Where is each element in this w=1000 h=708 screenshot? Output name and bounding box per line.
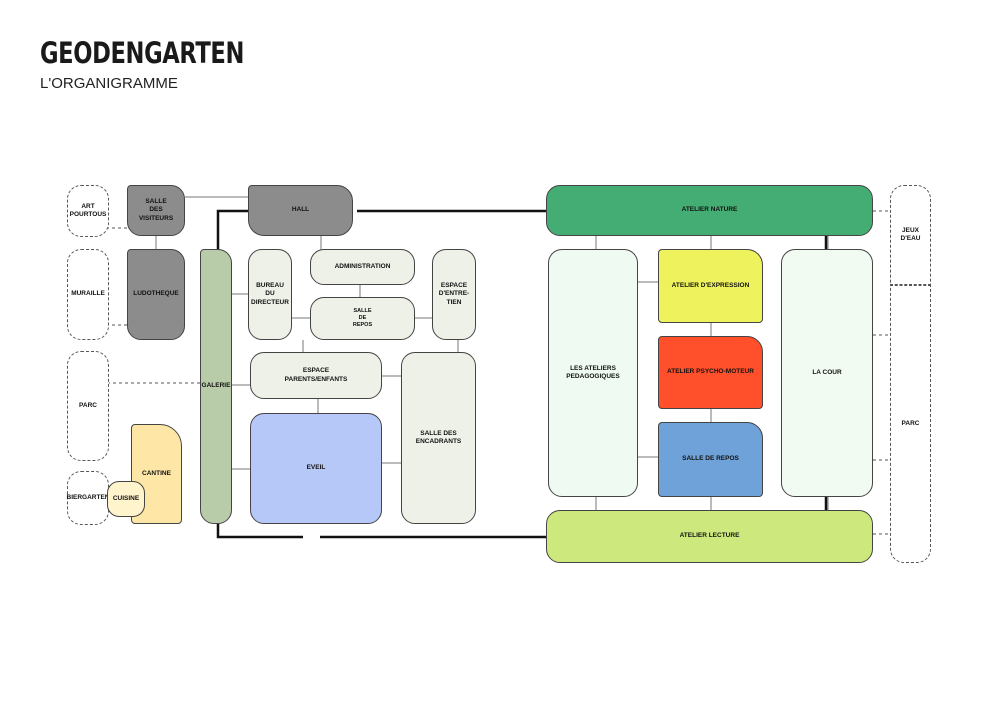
atelier-expression: ATELIER D'EXPRESSION [658, 249, 763, 323]
jeux-deau: JEUX D'EAU [890, 185, 931, 285]
salle-encadrants: SALLE DES ENCADRANTS [401, 352, 476, 524]
galerie: GALERIE [200, 249, 232, 524]
cuisine: CUISINE [107, 481, 145, 517]
eveil: EVEIL [250, 413, 382, 524]
art-pourtous: ART POURTOUS [67, 185, 109, 237]
atelier-psycho-moteur: ATELIER PSYCHO-MOTEUR [658, 336, 763, 409]
muraille: MURAILLE [67, 249, 109, 340]
ludotheque: LUDOTHEQUE [127, 249, 185, 340]
hall: HALL [248, 185, 353, 236]
atelier-nature: ATELIER NATURE [546, 185, 873, 236]
la-cour: LA COUR [781, 249, 873, 497]
biergarten: BIERGARTEN [67, 471, 110, 525]
espace-parents-enfants: ESPACE PARENTS/ENFANTS [250, 352, 382, 399]
page-subtitle: L'ORGANIGRAMME [40, 75, 178, 92]
salle-visiteurs: SALLE DES VISITEURS [127, 185, 185, 236]
espace-entretien: ESPACE D'ENTRE- TIEN [432, 249, 476, 340]
salle-repos: SALLE DE REPOS [658, 422, 763, 497]
parc-right: PARC [890, 285, 931, 563]
bureau-directeur: BUREAU DU DIRECTEUR [248, 249, 292, 340]
ateliers-pedagogiques: LES ATELIERS PEDAGOGIQUES [548, 249, 638, 497]
parc-left: PARC [67, 351, 109, 461]
page-title: GEODENGARTEN [40, 36, 245, 70]
atelier-lecture: ATELIER LECTURE [546, 510, 873, 563]
administration: ADMINISTRATION [310, 249, 415, 285]
salle-repos-admin: SALLE DE REPOS [310, 297, 415, 340]
